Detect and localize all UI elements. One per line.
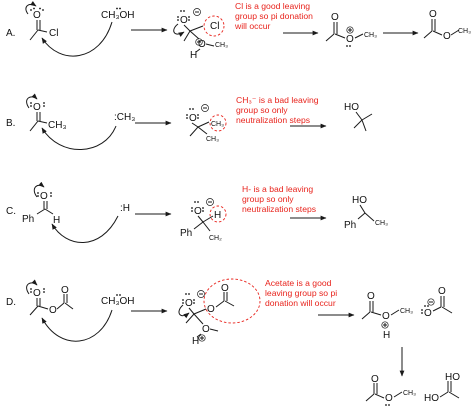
row-d-p1-carbonyl-o: O xyxy=(367,291,375,302)
row-a-note-line-3: will occur xyxy=(234,21,270,31)
row-b-note-line-1: CH₃⁻ is a bad leaving xyxy=(236,95,319,105)
row-d-p1-ch3: CH₃ xyxy=(400,308,413,315)
row-c-int-h: H xyxy=(214,210,221,221)
row-b-methyl-anion: :CH₃ xyxy=(41,112,135,150)
row-a-carbonyl-o: O xyxy=(33,10,41,21)
row-d-carbonyl-o: O xyxy=(33,288,41,299)
row-d-int-acetate-o: O xyxy=(221,283,229,294)
row-a-acyl-chloride: O Cl xyxy=(25,1,58,41)
row-b-int-ch3: CH₃ xyxy=(206,136,219,143)
row-c: C. O Ph H :H O H xyxy=(6,181,388,243)
row-b-ch3: CH₃ xyxy=(48,120,67,131)
row-a-ester-product: O O CH₃ xyxy=(423,9,471,42)
row-a-int-o-minus: O xyxy=(180,15,188,26)
row-d-note: Acetate is a good leaving group so pi do… xyxy=(265,278,337,308)
row-b-note-line-2: group so only xyxy=(236,105,288,115)
row-d-note-line-3: donation will occur xyxy=(265,298,336,308)
row-d-final-ether-o: O xyxy=(385,393,393,404)
row-d-protonated-ester: O O CH₃ H xyxy=(361,291,413,341)
row-c-product-ph: Ph xyxy=(344,220,356,231)
row-c-hydride: :H xyxy=(51,203,130,243)
row-b-ketone: O CH₃ xyxy=(26,93,67,132)
row-c-int-o-minus: O xyxy=(194,206,202,217)
row-d-tetrahedral-intermediate: O O H O O xyxy=(178,278,261,347)
row-a: A. O Cl CH₃OH O O xyxy=(6,1,471,61)
row-a-p1-carbonyl-o: O xyxy=(331,12,339,23)
row-d-acetic-anhydride: O O O xyxy=(26,279,74,316)
row-d-anhydride-o2: O xyxy=(61,285,69,296)
row-a-p2-carbonyl-o: O xyxy=(429,9,437,20)
row-a-label: A. xyxy=(6,28,15,39)
row-d-label: D. xyxy=(6,297,16,308)
row-c-product-ho: HO xyxy=(352,195,367,206)
row-c-benzaldehyde: O Ph H xyxy=(22,181,60,226)
row-d-ester-final: O O CH₃ xyxy=(365,374,416,406)
row-a-cl-atom: Cl xyxy=(49,28,58,39)
row-a-int-h: H xyxy=(190,50,197,61)
row-d-acetic-acid: HO HO xyxy=(424,372,460,404)
row-a-int-cl: Cl xyxy=(210,21,219,32)
row-a-p1-ch3: CH₃ xyxy=(364,32,377,39)
row-d: D. O O O CH₃OH O xyxy=(6,278,460,406)
row-a-int-ch3: CH₃ xyxy=(215,42,228,49)
row-d-int-o-minus: O xyxy=(185,298,193,309)
row-b-note-line-3: neutralization steps xyxy=(236,115,310,125)
row-a-methanol: CH₃OH xyxy=(41,7,135,57)
row-a-p1-ether-o: O xyxy=(346,34,354,45)
row-d-note-line-2: leaving group so pi xyxy=(265,288,337,298)
row-c-nucleophile: :H xyxy=(120,203,130,214)
row-c-note-line-3: neutralization steps xyxy=(242,204,316,214)
row-c-note-line-2: group so only xyxy=(242,194,294,204)
row-d-p2-o-minus: O xyxy=(424,308,432,319)
row-c-ph: Ph xyxy=(22,214,34,225)
row-d-note-line-1: Acetate is a good xyxy=(265,278,332,288)
row-a-note-line-2: group so pi donation xyxy=(235,11,313,21)
row-d-final-acid-o: HO xyxy=(445,372,460,383)
row-c-carbonyl-o: O xyxy=(40,191,48,202)
row-d-p2-carbonyl-o: O xyxy=(438,286,446,297)
row-d-p1-h: H xyxy=(383,330,390,341)
row-c-note-line-1: H- is a bad leaving xyxy=(242,184,313,194)
row-a-note: Cl is a good leaving group so pi donatio… xyxy=(234,1,313,31)
row-d-int-leaving-o: O xyxy=(207,304,215,315)
row-c-alkoxide-intermediate: O H Ph CH₂ xyxy=(180,198,227,242)
row-d-final-ho: HO xyxy=(424,393,439,404)
row-c-label: C. xyxy=(6,206,16,217)
row-a-tetrahedral-intermediate: O O H CH₃ Cl xyxy=(173,8,228,61)
row-d-methanol: CH₃OH xyxy=(41,294,135,342)
row-b: B. O CH₃ :CH₃ O CH₃ xyxy=(6,93,373,150)
row-c-int-ch2: CH₂ xyxy=(209,235,222,242)
row-d-acetate-ion: O O xyxy=(421,286,453,319)
row-b-int-o-minus: O xyxy=(189,113,197,124)
row-d-p1-ether-o: O xyxy=(382,311,390,322)
row-a-p2-ch3: CH₃ xyxy=(458,28,471,35)
row-d-int-h: H xyxy=(192,336,199,347)
row-b-int-ch3-leaving: CH₃ xyxy=(211,121,224,128)
row-c-product-ch3: CH₃ xyxy=(375,220,388,227)
row-d-final-carbonyl-o: O xyxy=(371,374,379,385)
row-d-bridge-o: O xyxy=(49,305,57,316)
row-b-carbonyl-o: O xyxy=(33,102,41,113)
row-b-nucleophile: :CH₃ xyxy=(114,112,135,123)
row-b-tertiary-alcohol: HO xyxy=(344,102,373,132)
row-a-protonated-ester: O O CH₃ xyxy=(325,12,377,47)
row-b-note: CH₃⁻ is a bad leaving group so only neut… xyxy=(236,95,319,125)
row-b-label: B. xyxy=(6,118,15,129)
row-d-int-o-plus: O xyxy=(202,324,210,335)
row-b-alkoxide-intermediate: O CH₃ CH₃ xyxy=(186,104,227,143)
row-a-nucleophile: CH₃OH xyxy=(101,10,135,21)
row-a-int-o-plus: O xyxy=(198,39,206,50)
row-a-p2-ether-o: O xyxy=(443,31,451,42)
row-c-int-ph: Ph xyxy=(180,228,192,239)
row-d-nucleophile: CH₃OH xyxy=(101,296,135,307)
row-a-note-line-1: Cl is a good leaving xyxy=(235,1,310,11)
row-d-final-ch3: CH₃ xyxy=(403,390,416,397)
row-b-product-ho: HO xyxy=(344,102,359,113)
row-c-note: H- is a bad leaving group so only neutra… xyxy=(242,184,316,214)
row-c-h: H xyxy=(53,215,60,226)
row-c-secondary-alcohol: HO Ph CH₃ xyxy=(344,195,388,231)
